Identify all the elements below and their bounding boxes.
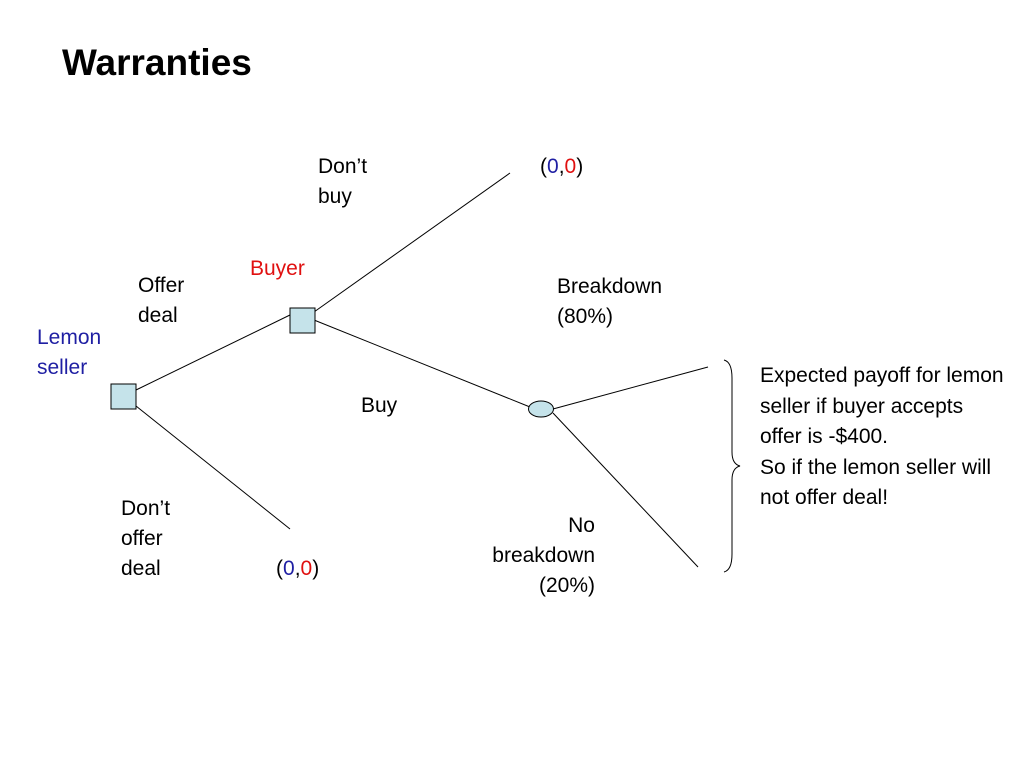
edge-offer-deal — [135, 313, 293, 391]
note-line: So if the lemon seller will not offer de… — [760, 455, 992, 510]
expected-payoff-note: Expected payoff for lemon seller if buye… — [760, 361, 1010, 514]
payoff-seller-value: 0 — [283, 557, 295, 580]
buyer-node — [289, 307, 316, 334]
edge-breakdown — [552, 366, 709, 410]
buyer-label: Buyer — [250, 257, 305, 280]
edge-buy — [313, 319, 531, 408]
edge-dont-offer-deal — [135, 405, 291, 530]
curly-brace — [723, 359, 741, 573]
dont-buy-label: Don’t buy — [318, 155, 368, 208]
breakdown-label: Breakdown (80%) — [557, 275, 663, 328]
seller-node — [110, 383, 137, 410]
payoff-open: ( — [540, 155, 547, 178]
payoff-buyer-value: 0 — [564, 155, 577, 178]
slide-title: Warranties — [62, 42, 252, 83]
payoff-seller-value: 0 — [547, 155, 559, 178]
buy-label: Buy — [361, 394, 398, 417]
payoff-close: ) — [576, 155, 584, 178]
payoff-separator: , — [558, 155, 565, 178]
payoff-open: ( — [276, 557, 283, 580]
offer-deal-label: Offer deal — [138, 274, 185, 327]
note-line: Expected payoff for lemon seller if buye… — [760, 364, 1004, 448]
payoff-close: ) — [312, 557, 320, 580]
no-breakdown-label: No breakdown (20%) — [492, 514, 595, 597]
edge-no-breakdown — [552, 412, 699, 568]
lemon-seller-label: Lemon seller — [37, 326, 102, 379]
dont-offer-deal-label: Don’t offer deal — [121, 497, 171, 580]
payoff-separator: , — [294, 557, 301, 580]
edge-dont-buy — [313, 172, 511, 313]
chance-node — [528, 400, 554, 418]
payoff-dont-buy: (0,0) — [540, 152, 583, 182]
payoff-dont-offer: (0,0) — [276, 554, 319, 584]
payoff-buyer-value: 0 — [300, 557, 313, 580]
